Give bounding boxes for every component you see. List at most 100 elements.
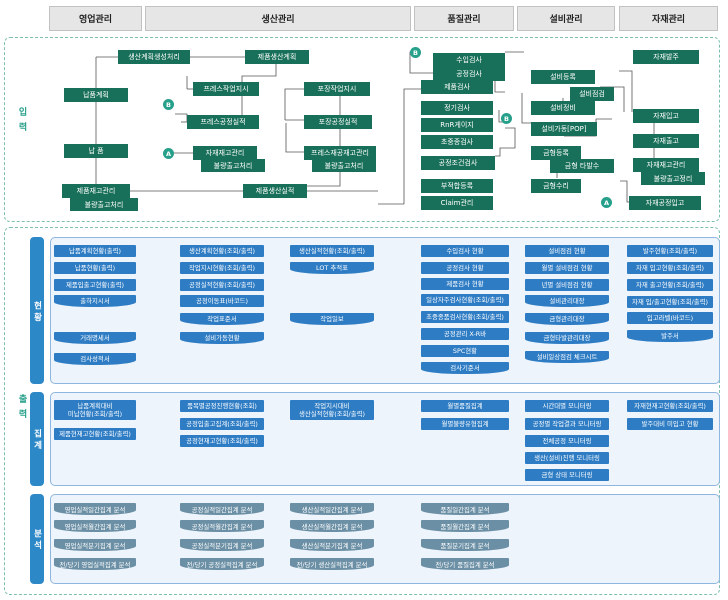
prod-defect-out-box-1[interactable]: 불량출고처리 xyxy=(201,159,265,172)
status-material-item[interactable]: 입고라벨(바코드) xyxy=(627,312,713,324)
pack-result-box[interactable]: 포장공정실적 xyxy=(304,115,372,129)
pack-order-box[interactable]: 포장작업지시 xyxy=(304,82,370,96)
analysis-production-item[interactable]: 생산실적월간집계 분석 xyxy=(290,520,374,532)
prod-plan-box[interactable]: 제품생산계획 xyxy=(245,50,309,64)
analysis-production-item[interactable]: 공정실적일간집계 분석 xyxy=(180,503,264,515)
analysis-quality-item[interactable]: 전/당기 품질집계 분석 xyxy=(421,558,509,570)
analysis-production-item[interactable]: 공정실적분기집계 분석 xyxy=(180,539,264,551)
status-production-item[interactable]: 작업지시현황(조회/출력) xyxy=(180,262,264,274)
status-quality-item[interactable]: 공정관리 X-R바 xyxy=(421,328,509,340)
status-sales-item[interactable]: 납품계획현황(출력) xyxy=(54,245,136,257)
status-sales-item[interactable]: 출하지시서 xyxy=(54,295,136,307)
delivery-plan-box[interactable]: 납품계획 xyxy=(64,88,128,102)
aggregate-material-item[interactable]: 발주대비 미입고 현황 xyxy=(627,418,713,430)
status-equipment-item[interactable]: 금형타발관리대장 xyxy=(525,332,609,344)
status-production-item[interactable]: LOT 추적표 xyxy=(290,262,374,274)
equipment-maintain-box[interactable]: 설비정비 xyxy=(531,101,595,115)
aggregate-sales-item[interactable]: 제품현재고현황(조회/출력) xyxy=(54,428,136,440)
status-equipment-item[interactable]: 금형관리대장 xyxy=(525,313,609,325)
analysis-production-item[interactable]: 공정실적월간집계 분석 xyxy=(180,520,264,532)
status-production-item[interactable]: 공정실적현황(조회/출력) xyxy=(180,279,264,291)
analysis-production-item[interactable]: 생산실적일간집계 분석 xyxy=(290,503,374,515)
status-sales-item[interactable]: 거래명세서 xyxy=(54,332,136,344)
aggregate-sales-item[interactable]: 납품계획대비 미납현황(조회/출력) xyxy=(54,400,136,420)
status-quality-item[interactable]: 검사기준서 xyxy=(421,362,509,374)
material-out-box[interactable]: 자재출고 xyxy=(633,134,699,148)
status-production-item[interactable]: 작업표준서 xyxy=(180,313,264,325)
status-sales-item[interactable]: 제품입출고현황(출력) xyxy=(54,279,136,291)
condition-inspection-box[interactable]: 공정조건검사 xyxy=(421,156,495,170)
mold-punch-count-box[interactable]: 금형 타발수 xyxy=(550,159,614,173)
status-equipment-item[interactable]: 설비일상점검 체크시트 xyxy=(525,351,609,363)
status-production-item[interactable]: 공정이동표(바코드) xyxy=(180,295,264,307)
prod-plan-gen-box[interactable]: 생산계획생성처리 xyxy=(118,50,190,64)
rnr-gauge-box[interactable]: RnR게이지 xyxy=(421,118,493,132)
status-equipment-item[interactable]: 설비관리대장 xyxy=(525,295,609,307)
status-quality-item[interactable]: 초중종품검사현황(조회/출력) xyxy=(421,311,509,323)
status-quality-item[interactable]: SPC현황 xyxy=(421,345,509,357)
aggregate-production-item[interactable]: 공정현재고현황(조회/출력) xyxy=(180,435,264,447)
status-material-item[interactable]: 발주서 xyxy=(627,330,713,342)
aggregate-equipment-item[interactable]: 금형 상태 모니터링 xyxy=(525,469,609,481)
material-stock-box[interactable]: 자재재고관리 xyxy=(193,146,257,160)
press-order-box[interactable]: 프레스작업지시 xyxy=(193,82,259,96)
status-material-item[interactable]: 발주현황(조회/출력) xyxy=(627,245,713,257)
status-equipment-item[interactable]: 년별 설비점검 현황 xyxy=(525,279,609,291)
material-stock-mgmt-box[interactable]: 자재재고관리 xyxy=(633,158,699,172)
delivery-box[interactable]: 납 품 xyxy=(64,144,128,158)
status-quality-item[interactable]: 수입검사 현황 xyxy=(421,245,509,257)
aggregate-equipment-item[interactable]: 시간대별 모니터링 xyxy=(525,400,609,412)
press-stock-box[interactable]: 프레스재공재고관리 xyxy=(304,146,376,160)
equipment-uptime-box[interactable]: 설비가동[POP] xyxy=(531,122,597,136)
material-defect-box[interactable]: 불량출고정리 xyxy=(641,172,705,185)
analysis-sales-item[interactable]: 영업실적일간집계 분석 xyxy=(54,503,136,515)
analysis-quality-item[interactable]: 품질월간집계 분석 xyxy=(421,520,509,532)
mold-repair-box[interactable]: 금형수리 xyxy=(531,179,581,193)
analysis-quality-item[interactable]: 품질일간집계 분석 xyxy=(421,503,509,515)
status-equipment-item[interactable]: 설비점검 현황 xyxy=(525,245,609,257)
status-sales-item[interactable]: 납품현황(출력) xyxy=(54,262,136,274)
sales-defect-out-box[interactable]: 불량출고처리 xyxy=(70,198,138,211)
aggregate-quality-item[interactable]: 월별품질집계 xyxy=(421,400,509,412)
status-quality-item[interactable]: 제품검사 현황 xyxy=(421,278,509,290)
analysis-production-item[interactable]: 전/당기 생산실적집계 분석 xyxy=(290,558,374,570)
prod-result-box[interactable]: 제품생산실적 xyxy=(243,184,307,198)
first-mid-last-inspection-box[interactable]: 초중종검사 xyxy=(421,135,493,149)
material-process-in-box[interactable]: 자재공정입고 xyxy=(629,196,701,210)
status-material-item[interactable]: 자재 출고현황(조회/출력) xyxy=(627,279,713,291)
nonconform-register-box[interactable]: 부적합등록 xyxy=(421,179,493,193)
aggregate-production-item[interactable]: 품목별공정진행현황(조회) xyxy=(180,400,264,412)
aggregate-material-item[interactable]: 자재현재고현황(조회/출력) xyxy=(627,400,713,412)
analysis-sales-item[interactable]: 영업실적월간집계 분석 xyxy=(54,520,136,532)
status-material-item[interactable]: 자재 입/출고현황(조회/출력) xyxy=(627,296,713,308)
status-production-item[interactable]: 설비가동현황 xyxy=(180,332,264,344)
periodic-inspection-box[interactable]: 정기검사 xyxy=(421,101,493,115)
analysis-production-item[interactable]: 전/당기 공정실적집계 분석 xyxy=(180,558,264,570)
status-quality-item[interactable]: 공정검사 현황 xyxy=(421,262,509,274)
analysis-production-item[interactable]: 생산실적분기집계 분석 xyxy=(290,539,374,551)
aggregate-equipment-item[interactable]: 생산(설비)진행 모니터링 xyxy=(525,452,609,464)
process-inspection-box[interactable]: 공정검사 xyxy=(433,67,505,81)
press-result-box[interactable]: 프레스공정실적 xyxy=(187,115,259,129)
equipment-register-box[interactable]: 설비등록 xyxy=(531,70,595,84)
status-quality-item[interactable]: 일상자주검사현황(조회/출력) xyxy=(421,294,509,306)
aggregate-equipment-item[interactable]: 공정별 작업결과 모니터링 xyxy=(525,418,609,430)
aggregate-production-item[interactable]: 작업지시대비 생산실적현황(조회/출력) xyxy=(290,400,374,420)
mold-register-box[interactable]: 금형등록 xyxy=(531,146,581,160)
prod-defect-out-box-2[interactable]: 불량출고처리 xyxy=(312,159,376,172)
aggregate-production-item[interactable]: 공정입출고집계(조회/출력) xyxy=(180,418,264,430)
analysis-sales-item[interactable]: 영업실적분기집계 분석 xyxy=(54,539,136,551)
status-equipment-item[interactable]: 월별 설비점검 현황 xyxy=(525,262,609,274)
product-inspection-box[interactable]: 제품검사 xyxy=(421,80,493,94)
analysis-quality-item[interactable]: 품질분기집계 분석 xyxy=(421,539,509,551)
material-in-box[interactable]: 자재입고 xyxy=(633,109,699,123)
status-production-item[interactable]: 생산실적현황(조회/출력) xyxy=(290,245,374,257)
product-stock-box[interactable]: 제품재고관리 xyxy=(62,184,130,198)
status-production-item[interactable]: 생산계획현황(조회/출력) xyxy=(180,245,264,257)
status-sales-item[interactable]: 검사성적서 xyxy=(54,353,136,365)
status-production-item[interactable]: 작업일보 xyxy=(290,313,374,325)
material-order-box[interactable]: 자재발주 xyxy=(633,50,699,64)
incoming-inspection-box[interactable]: 수입검사 xyxy=(433,53,505,67)
analysis-sales-item[interactable]: 전/당기 영업실적집계 분석 xyxy=(54,558,136,570)
status-material-item[interactable]: 자재 입고현황(조회/출력) xyxy=(627,262,713,274)
